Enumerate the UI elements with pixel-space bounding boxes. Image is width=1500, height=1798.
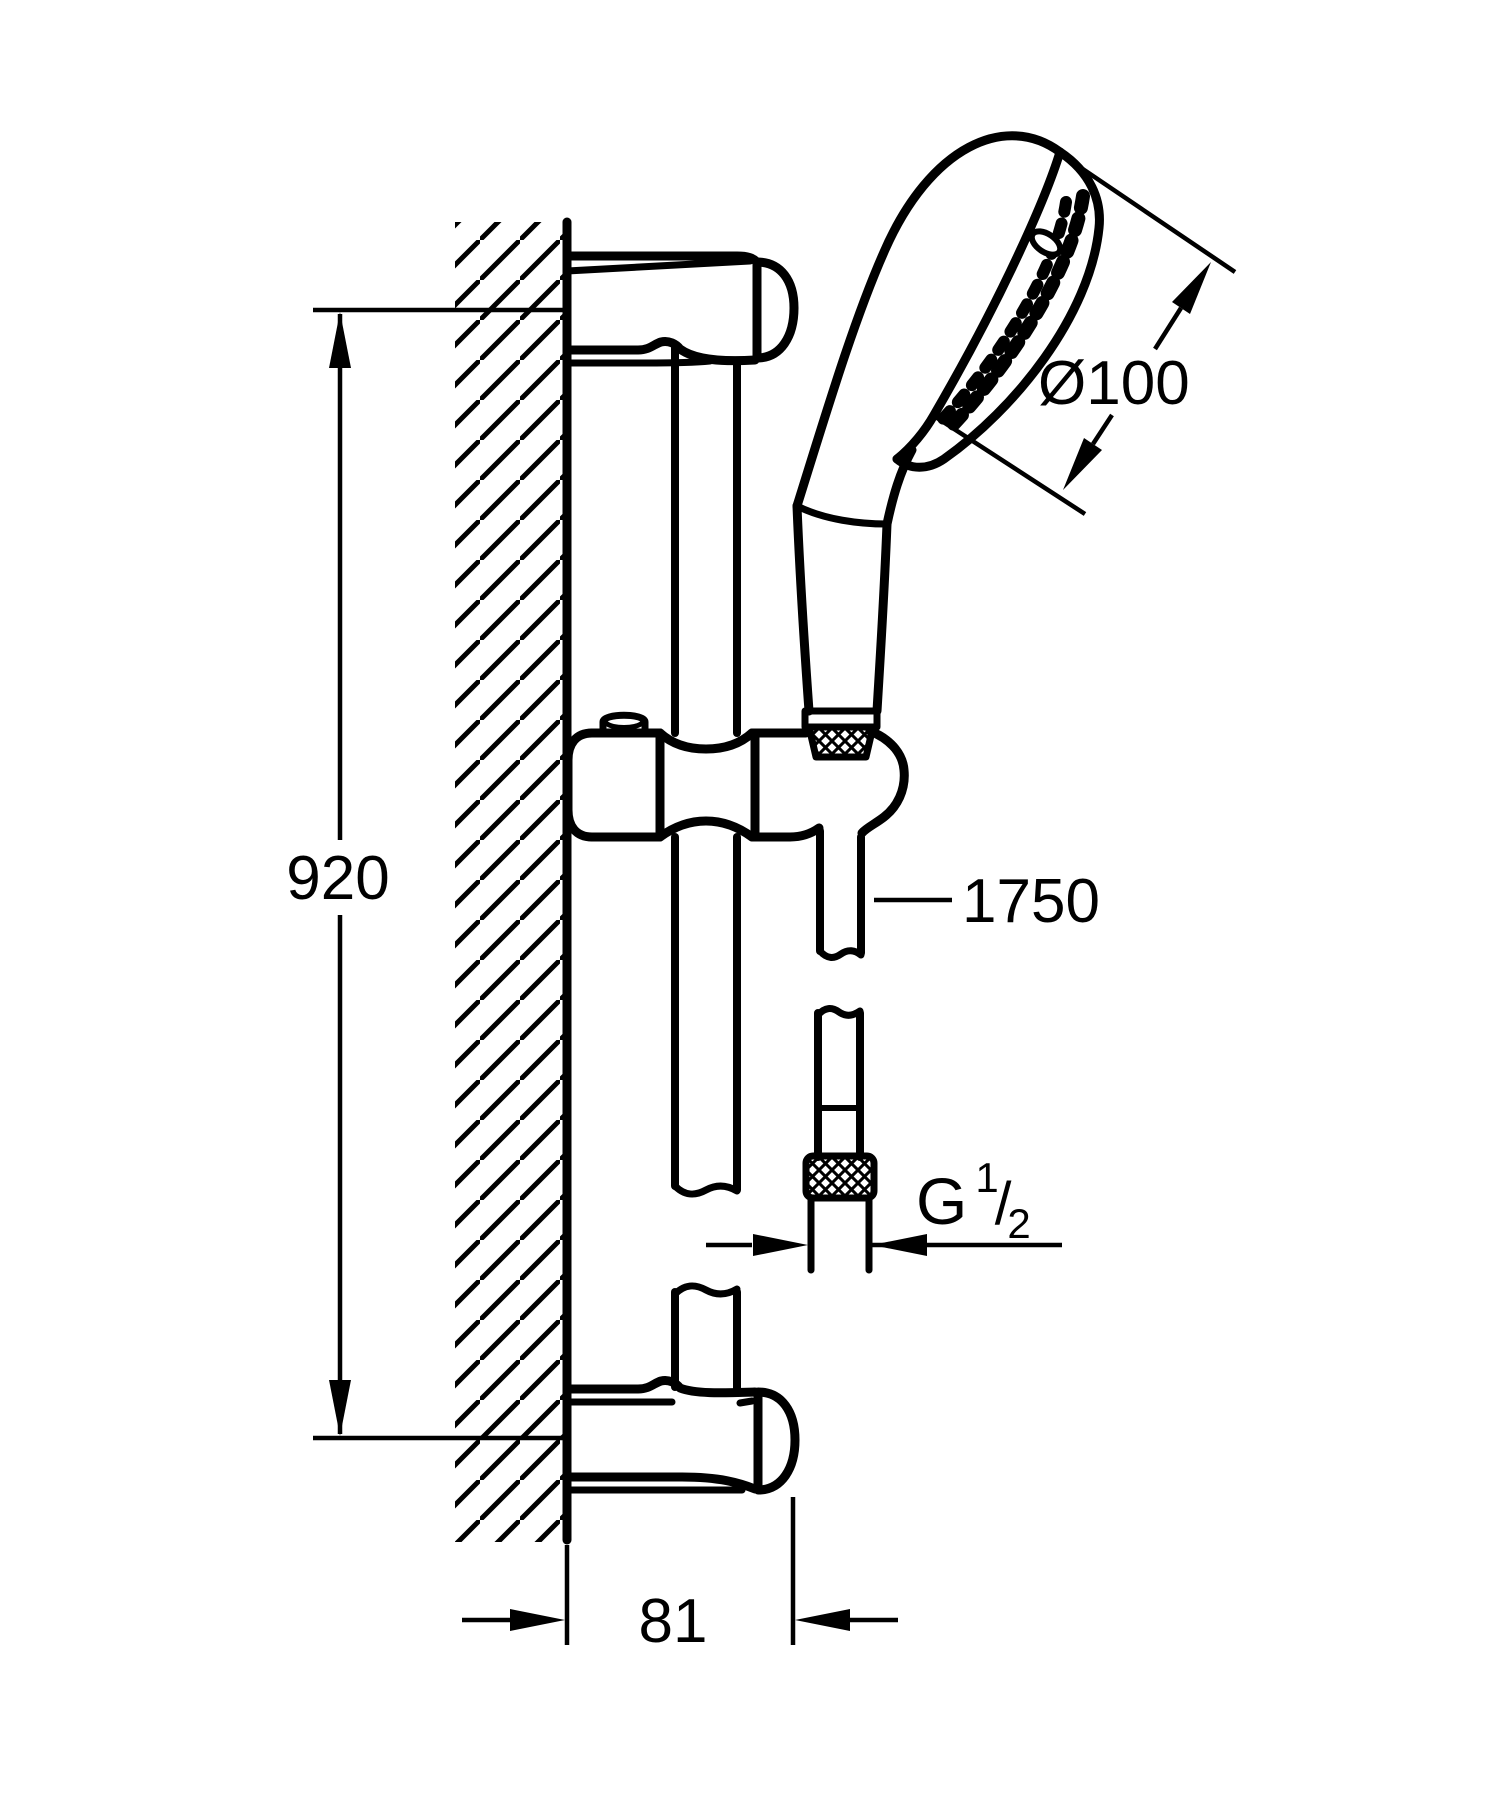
hose-nut-upper-knurled [805, 723, 877, 761]
rail-break-line-lower [671, 1282, 741, 1298]
head-slot-detail [1028, 228, 1064, 258]
wall-hatching [455, 222, 567, 1542]
dim-label-diameter-100: Ø100 [1038, 349, 1190, 418]
slider-clamp-edges [655, 728, 760, 842]
handle-flange [801, 707, 881, 731]
bottom-wall-bracket [562, 1376, 800, 1495]
top-wall-bracket [562, 251, 799, 367]
thread-connector-pipe [807, 1194, 873, 1274]
slider-top-saddle [655, 728, 757, 754]
hose-break-line-upper [816, 947, 865, 961]
spray-nozzle-row-inner [935, 196, 1072, 427]
head-handle-joint-line [793, 502, 891, 528]
handle-right-shoulder [882, 445, 917, 529]
shower-hose [802, 827, 878, 1274]
extension-line-lower [929, 412, 1087, 516]
wall-section [455, 217, 572, 1545]
handle-left-edge [792, 501, 814, 716]
hose-nut-lower-knurled [802, 1152, 878, 1202]
dimension-overall-height: 920 [286, 307, 567, 1441]
shower-head-face-line [892, 147, 1065, 464]
dim-label-81: 81 [639, 1587, 708, 1656]
slider-bottom-saddle [655, 816, 757, 842]
hand-shower [792, 131, 1104, 761]
dim-label-1750: 1750 [962, 867, 1100, 936]
dimension-hose-length: 1750 [874, 867, 1100, 936]
shower-head-rim [892, 147, 1104, 472]
extension-line-upper [1060, 153, 1237, 274]
rail-break-line-upper [671, 1182, 741, 1198]
slider-left-cap [563, 728, 597, 842]
dimension-wall-clearance: 81 [462, 1497, 898, 1656]
shower-head-back-outline [792, 131, 1065, 511]
dimension-head-diameter: Ø100 [929, 153, 1237, 516]
bottom-bracket-end-cap [753, 1387, 800, 1495]
handle-right-edge [872, 519, 892, 716]
slide-rail [671, 343, 741, 1395]
slider-release-button [599, 711, 649, 737]
hose-boss-bulge [857, 726, 909, 838]
dim-label-920: 920 [286, 844, 389, 913]
top-bracket-end-cap [752, 257, 799, 363]
hose-break-line-lower [814, 1005, 864, 1019]
spray-nozzle-row-outer [940, 189, 1090, 438]
shower-holder-slider [563, 711, 909, 842]
